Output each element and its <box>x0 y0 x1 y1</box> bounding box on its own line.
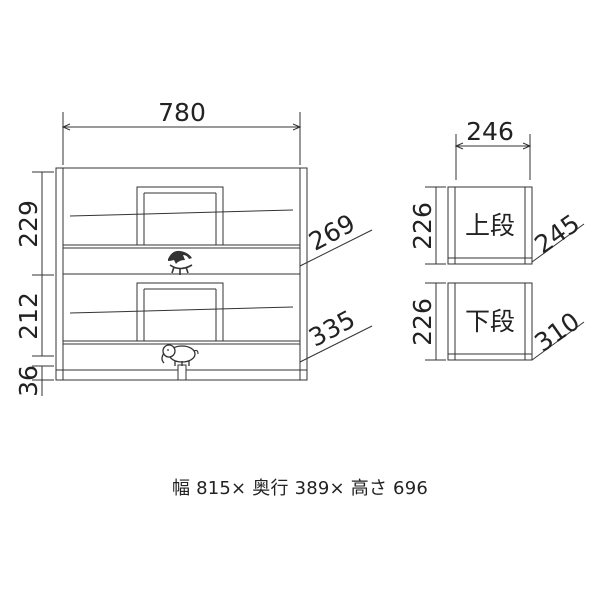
side-width-dimension <box>454 134 532 180</box>
side-view-lower-box <box>447 282 533 361</box>
side-upper-label: 上段 <box>465 211 515 240</box>
side-lower-height-value: 226 <box>408 298 437 346</box>
front-upper-depth-value: 269 <box>304 208 360 256</box>
front-base-height-value: 36 <box>14 365 43 397</box>
side-lower-depth-value: 310 <box>529 306 585 357</box>
side-lower-label: 下段 <box>465 307 515 336</box>
front-lower-height-value: 212 <box>14 292 43 340</box>
front-width-value: 780 <box>158 98 206 127</box>
side-view-upper-box <box>447 186 533 265</box>
front-width-dimension <box>61 112 302 165</box>
side-height-dimensions <box>425 186 446 361</box>
front-view-cabinet <box>55 167 308 381</box>
elephant-icon <box>161 344 199 366</box>
side-width-value: 246 <box>466 117 514 146</box>
side-depth-leaders <box>531 223 585 361</box>
front-depth-leaders <box>299 229 373 363</box>
front-height-dimensions <box>32 171 54 396</box>
overall-size-caption: 幅 815× 奥行 389× 高さ 696 <box>171 478 429 499</box>
front-upper-height-value: 229 <box>14 200 43 248</box>
side-upper-depth-value: 245 <box>529 208 585 259</box>
front-lower-depth-value: 335 <box>304 304 360 352</box>
bird-icon <box>168 250 193 275</box>
side-upper-height-value: 226 <box>408 202 437 250</box>
